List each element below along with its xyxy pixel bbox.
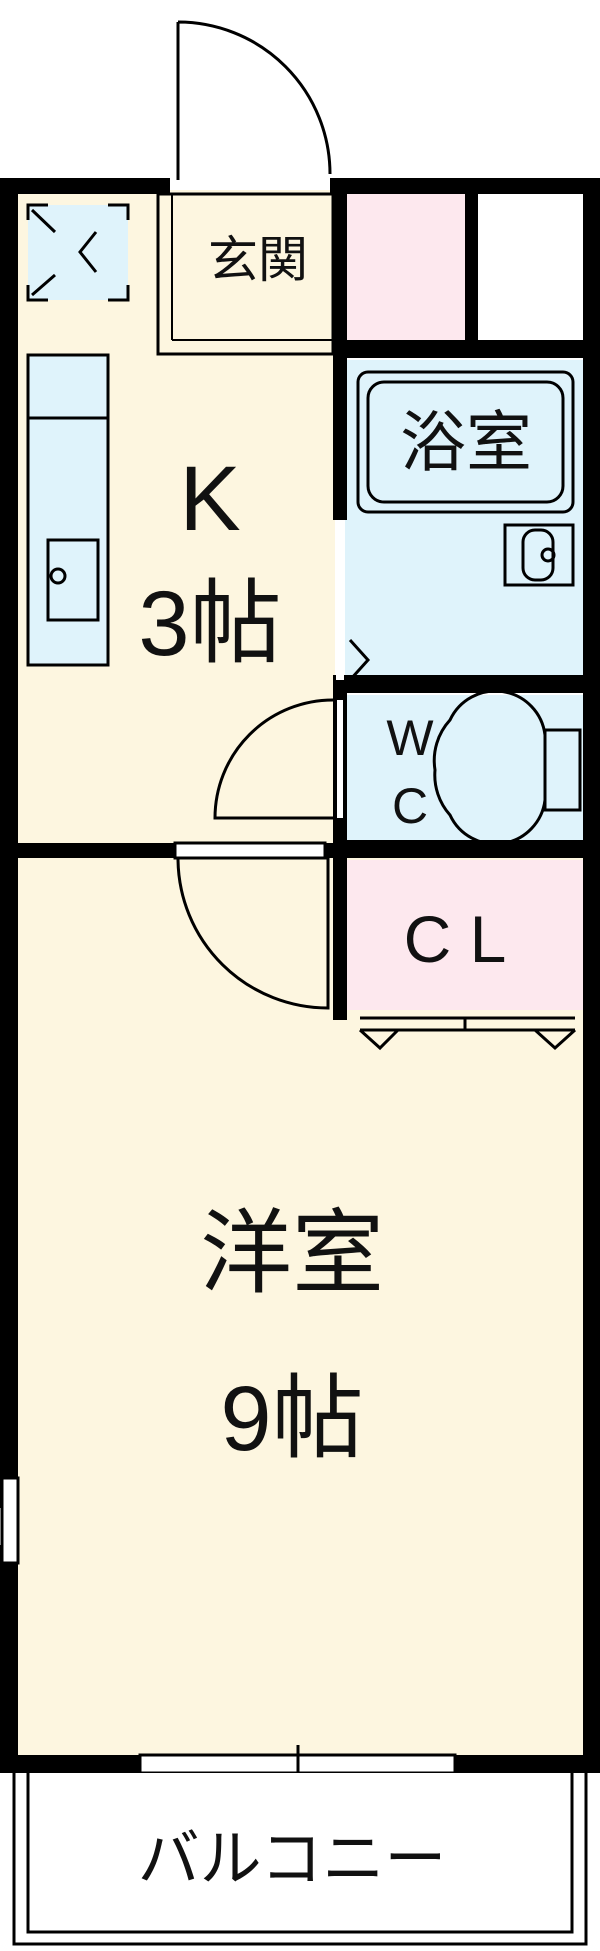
balcony-rail <box>12 1773 588 1946</box>
toilet-label-c: C <box>392 778 428 834</box>
toilet-label-w: W <box>386 710 434 766</box>
room-door-swing <box>176 858 330 1010</box>
room-door-opening <box>173 841 327 860</box>
sink-counter <box>26 353 110 667</box>
bath-label: 浴室 <box>400 405 532 479</box>
bath-floor <box>345 360 583 675</box>
vent-icon <box>26 203 130 302</box>
bathtub-outer <box>356 370 575 514</box>
toilet-floor <box>345 695 583 840</box>
balcony-rail-inner <box>26 1773 574 1934</box>
bathtub-inner <box>366 380 565 504</box>
closet-label: C L <box>404 902 507 976</box>
closet-floor <box>345 860 583 1010</box>
storage-upper-right <box>478 190 583 340</box>
storage-upper-left <box>345 190 465 340</box>
kitchen-size: 3帖 <box>138 573 281 675</box>
wc-door-swing <box>213 698 334 820</box>
closet-doors <box>358 1016 577 1051</box>
toilet-icon <box>432 689 582 846</box>
kitchen-label: K <box>179 448 240 550</box>
wash-basin-drain <box>540 547 556 563</box>
entrance-label: 玄関 <box>208 232 308 288</box>
sink-icon <box>28 416 108 622</box>
wash-basin <box>503 523 575 587</box>
side-window <box>0 1476 20 1565</box>
walls <box>0 178 600 1773</box>
western-room-size: 9帖 <box>220 1368 363 1470</box>
balcony-floor <box>18 1773 583 1938</box>
genkan-step <box>156 192 335 356</box>
bath-door-mark <box>348 638 371 682</box>
balcony-label: バルコニー <box>138 1825 447 1894</box>
entry-door-swing <box>176 20 332 180</box>
western-room-label: 洋室 <box>200 1203 384 1305</box>
